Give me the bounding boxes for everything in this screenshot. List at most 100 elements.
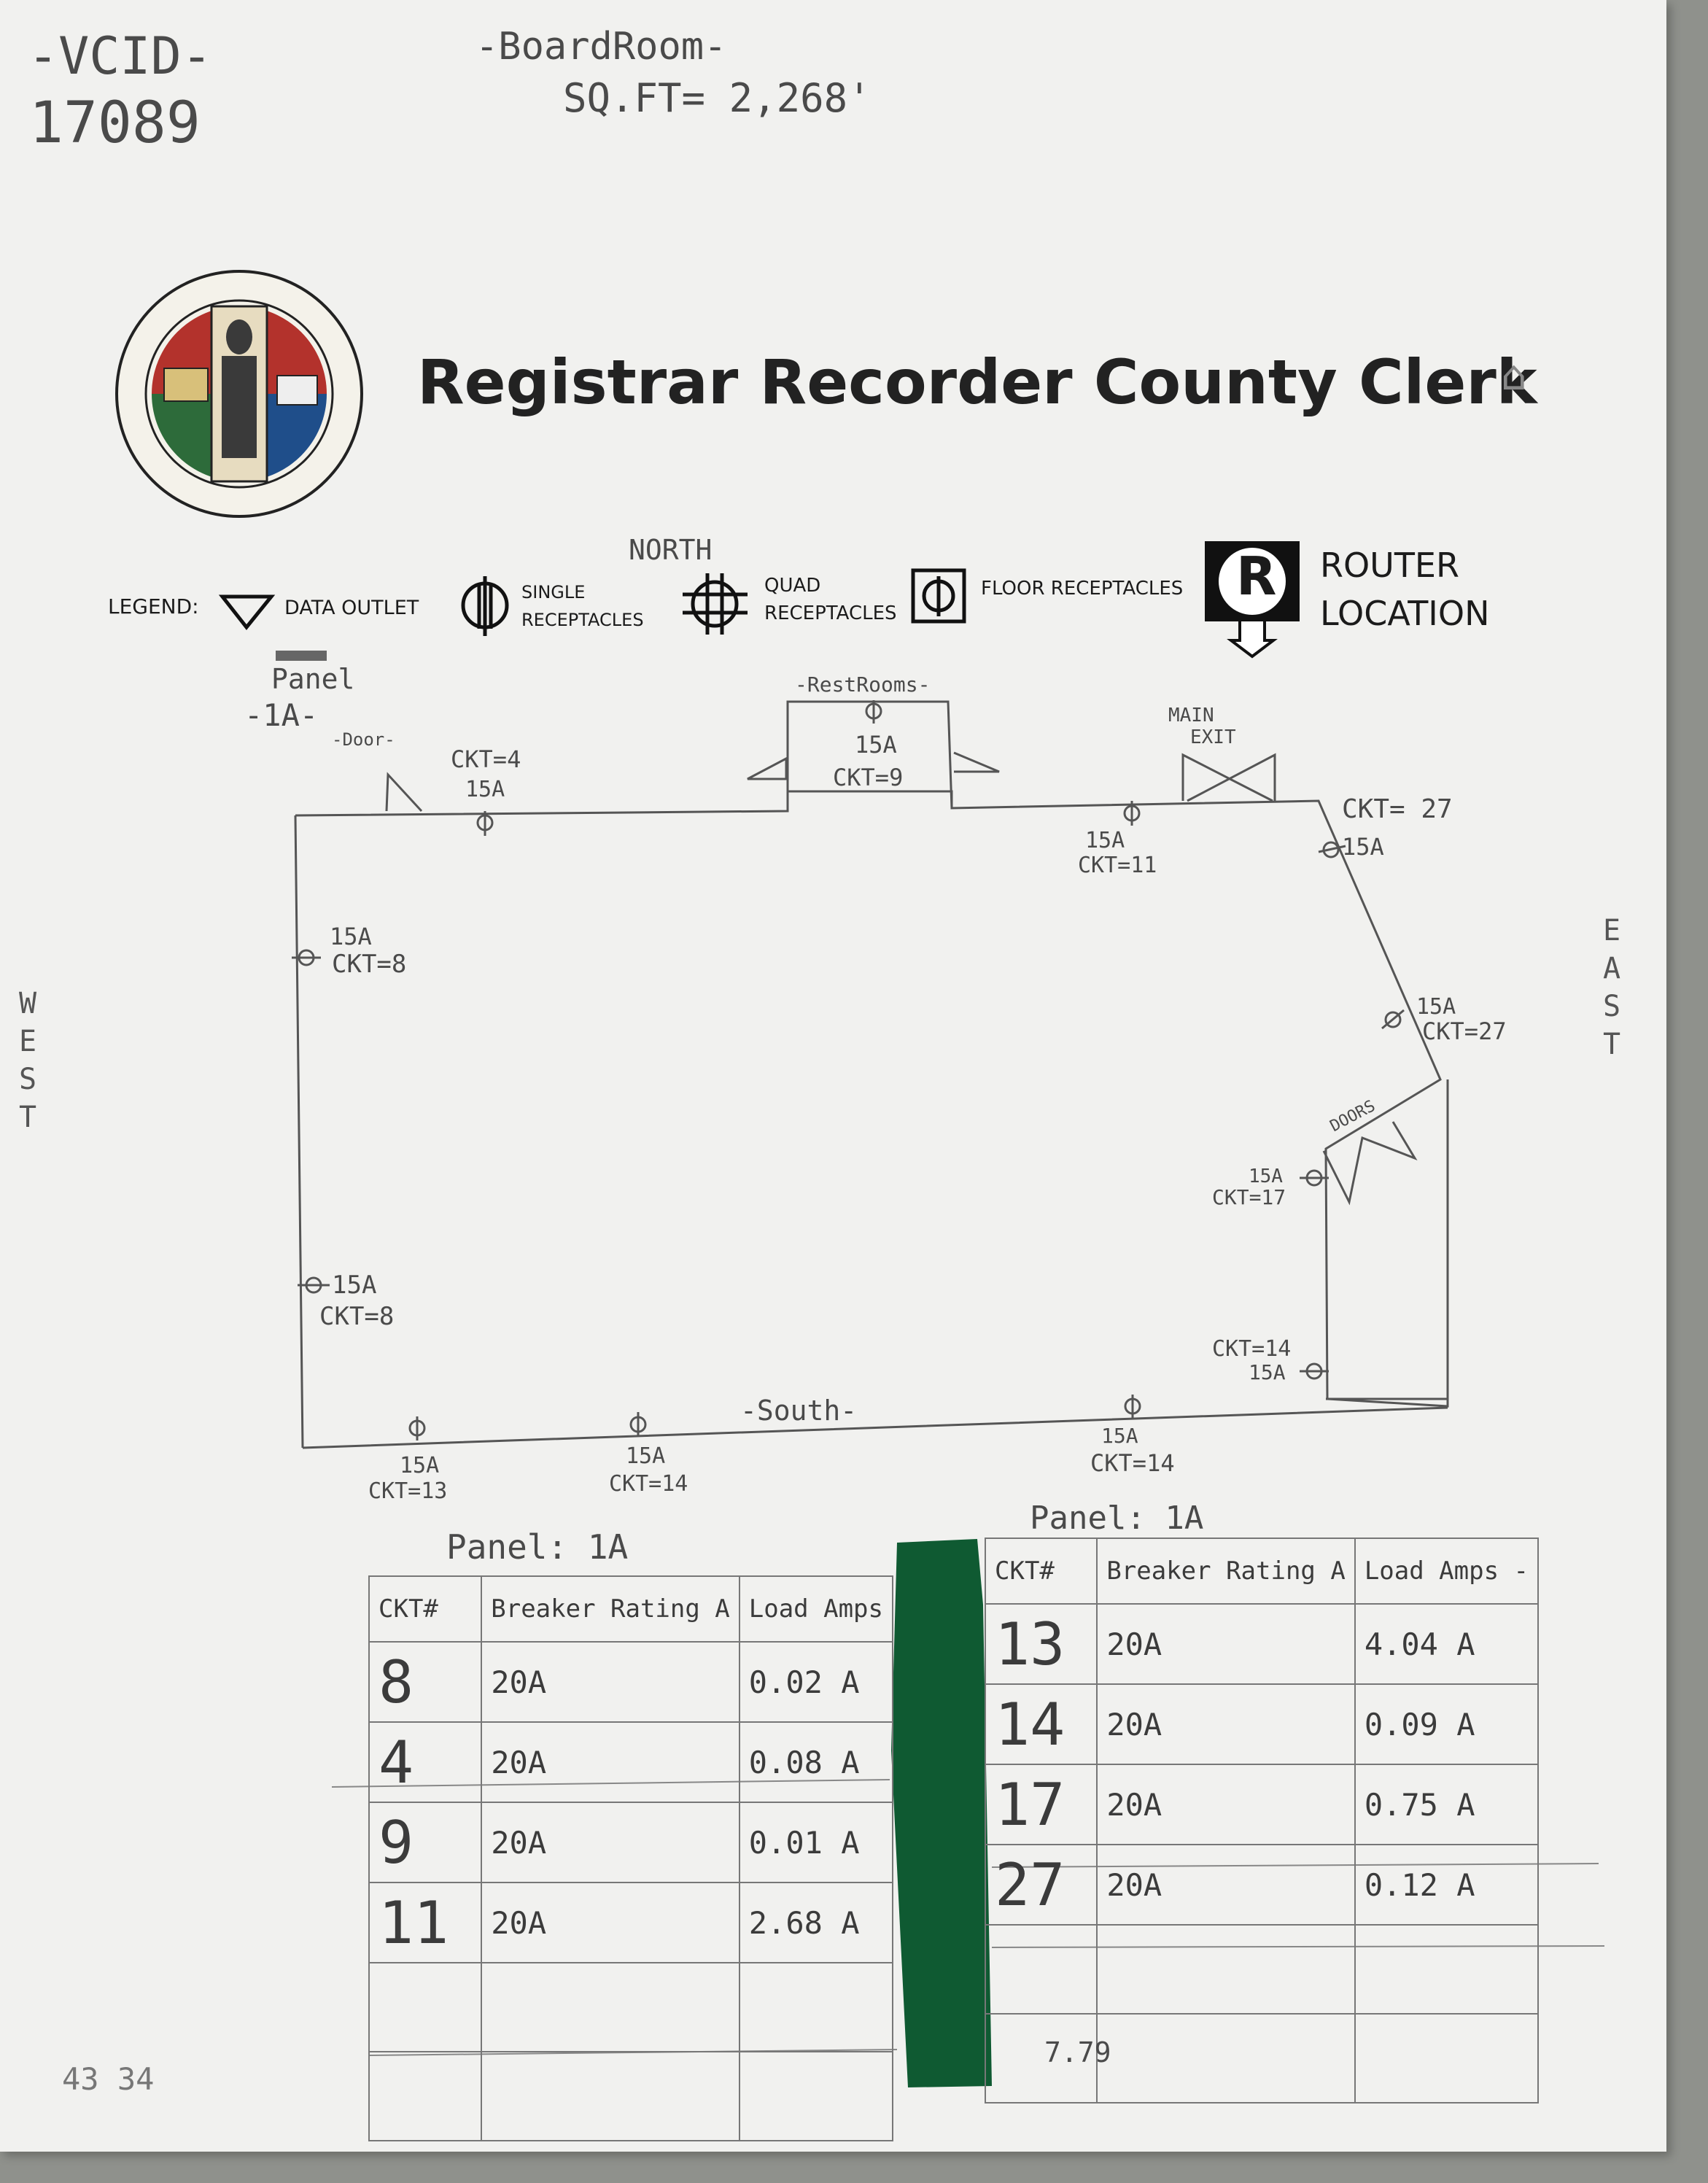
vcid-label: -VCID-: [28, 26, 212, 86]
legend-label: LEGEND:: [108, 594, 199, 619]
legend-floor: FLOOR RECEPTACLES: [981, 578, 1184, 600]
quad-receptacle-icon: [691, 580, 739, 628]
cell-load: 0.75 A: [1354, 1764, 1540, 1845]
cell-ckt: 14: [984, 1683, 1098, 1765]
cell-load: 0.02 A: [738, 1641, 894, 1723]
triangle-icon: [218, 594, 276, 631]
cell-load: 4.04 A: [1354, 1603, 1540, 1685]
restroom-door-left: [747, 756, 788, 780]
door-swing: [385, 772, 423, 813]
cell-breaker: 20A: [1096, 1603, 1356, 1685]
legend-single-1: SINGLE: [521, 582, 586, 602]
main-exit-doors: [1181, 753, 1276, 802]
table-row: 9 20A 0.01 A: [368, 1802, 894, 1883]
floor-receptacle-icon: [911, 568, 966, 624]
table-row: 27 20A 0.12 A: [984, 1844, 1540, 1926]
cell-load: 0.12 A: [1354, 1844, 1540, 1926]
cell-ckt: 4: [368, 1721, 483, 1803]
outlet-label: 15A: [855, 731, 897, 759]
restroom-door-right: [953, 751, 1000, 773]
cell-breaker: 20A: [481, 1641, 740, 1723]
outlet-label: 15A: [332, 1271, 377, 1300]
panel-table-right: CKT# Breaker Rating A Load Amps - 13 20A…: [984, 1538, 1540, 2103]
table-title-left: Panel: 1A: [446, 1527, 629, 1567]
legend-router-1: ROUTER: [1320, 546, 1459, 585]
outlet-label: CKT=14: [1212, 1336, 1292, 1362]
outlet-label: 15A: [1101, 1424, 1138, 1448]
outlet-label: CKT=11: [1078, 853, 1157, 878]
cell-ckt: 11: [368, 1882, 483, 1963]
total-load: 7.79: [1044, 2036, 1111, 2068]
restrooms-label: -RestRooms-: [795, 672, 931, 697]
table-row-empty: [984, 1924, 1540, 2015]
home-icon: ⌂: [1501, 352, 1527, 400]
header-breaker: Breaker Rating A: [1096, 1538, 1356, 1605]
cell-breaker: 20A: [1096, 1764, 1356, 1845]
table-title-right: Panel: 1A: [1030, 1500, 1204, 1537]
header-ckt: CKT#: [984, 1538, 1098, 1605]
outlet-label: 15A: [1416, 994, 1456, 1020]
panel-table-left: CKT# Breaker Rating A Load Amps 8 20A 0.…: [368, 1575, 894, 2141]
cell-ckt: 27: [984, 1844, 1098, 1926]
cell-breaker: 20A: [481, 1721, 740, 1803]
square-footage: SQ.FT= 2,268': [563, 75, 872, 121]
cell-ckt: 17: [984, 1764, 1098, 1845]
table-row-empty: [368, 2051, 894, 2141]
header-ckt: CKT#: [368, 1575, 483, 1643]
cell-load: 0.09 A: [1354, 1683, 1540, 1765]
table-row: 13 20A 4.04 A: [984, 1603, 1540, 1685]
cell-breaker: 20A: [481, 1882, 740, 1963]
restroom-box: [786, 700, 953, 810]
receptacle-symbols: [292, 700, 1405, 1441]
compass-north: NORTH: [629, 534, 713, 566]
outlet-label: CKT= 27: [1342, 794, 1453, 824]
outlet-label: 15A: [1342, 833, 1384, 861]
panel-mark: [276, 651, 327, 661]
outlet-label: CKT=9: [833, 764, 904, 791]
outlet-label: 15A: [400, 1453, 440, 1478]
cell-load: 2.68 A: [738, 1882, 894, 1963]
header-load: Load Amps -: [1354, 1538, 1540, 1605]
outlet-label: 15A: [626, 1443, 666, 1469]
table-row: 11 20A 2.68 A: [368, 1882, 894, 1963]
table-row: 4 20A 0.08 A: [368, 1721, 894, 1803]
vcid-number: 17089: [29, 90, 201, 156]
compass-west: WEST: [18, 987, 37, 1134]
table-row: 8 20A 0.02 A: [368, 1641, 894, 1723]
page-title: Registrar Recorder County Clerk: [417, 346, 1537, 418]
cell-breaker: 20A: [1096, 1683, 1356, 1765]
main-exit-label-1: MAIN: [1168, 705, 1214, 726]
header-breaker: Breaker Rating A: [481, 1575, 740, 1643]
room-name: -BoardRoom-: [475, 25, 727, 69]
outlet-label: 15A: [1249, 1360, 1286, 1384]
outlet-label: 15A: [465, 777, 505, 802]
outlet-label: CKT=14: [609, 1471, 688, 1497]
panel-label: Panel: [271, 663, 355, 695]
county-seal: [115, 270, 363, 518]
router-icon: [1205, 541, 1300, 659]
corner-note: 43 34: [62, 2061, 155, 2097]
green-marker-stripe: [891, 1539, 992, 2087]
header-load: Load Amps: [738, 1575, 894, 1643]
legend-router-letter: R: [1236, 546, 1277, 607]
outlet-label: CKT=27: [1422, 1017, 1507, 1045]
cell-ckt: 13: [984, 1603, 1098, 1685]
cell-ckt: 9: [368, 1802, 483, 1883]
panel-id: -1A-: [244, 697, 319, 733]
outlet-label: CKT=8: [319, 1302, 395, 1331]
cell-load: 0.08 A: [738, 1721, 894, 1803]
cell-load: 0.01 A: [738, 1802, 894, 1883]
outlet-label: 15A: [1249, 1166, 1283, 1187]
main-exit-label-2: EXIT: [1190, 726, 1236, 748]
table-row-empty: [984, 2013, 1540, 2103]
outlet-label: CKT=13: [368, 1478, 448, 1504]
table-header-row: CKT# Breaker Rating A Load Amps: [368, 1575, 894, 1643]
outlet-label: CKT=14: [1090, 1449, 1175, 1477]
cell-ckt: 8: [368, 1641, 483, 1723]
table-header-row: CKT# Breaker Rating A Load Amps -: [984, 1538, 1540, 1605]
compass-south: -South-: [740, 1395, 858, 1427]
outlet-label: CKT=17: [1212, 1185, 1286, 1209]
legend-router-2: LOCATION: [1320, 594, 1490, 633]
outlet-label: 15A: [330, 923, 372, 950]
